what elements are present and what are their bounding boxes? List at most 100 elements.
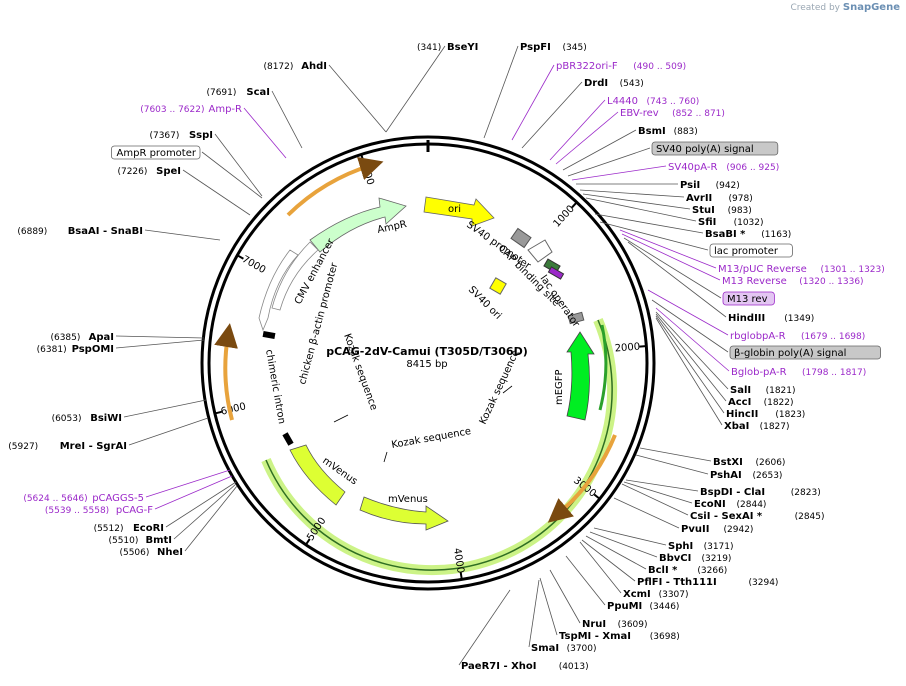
site-position: (345)	[563, 43, 587, 53]
kozak-pointer-2	[383, 451, 388, 463]
site-name: BsaAI - SnaBI	[68, 226, 143, 237]
site-position: (1032)	[734, 218, 764, 228]
site-name: BspDI - ClaI	[700, 487, 765, 498]
primer-name: Bglob-pA-R	[731, 367, 787, 378]
kozak-pointer-1	[333, 414, 349, 423]
site-position: (5927)	[8, 442, 38, 452]
site-leader-line	[589, 531, 658, 558]
site-name: EcoRI	[133, 523, 164, 534]
site-name: TspMI - XmaI	[559, 631, 631, 642]
site-position: (1163)	[761, 230, 791, 240]
site-name: PpuMI	[607, 601, 642, 612]
site-leader-line	[579, 541, 622, 594]
site-name: SphI	[668, 541, 693, 552]
ampr-arrow	[309, 197, 407, 253]
site-leader-line	[562, 129, 637, 171]
site-position: (3266)	[697, 566, 727, 576]
site-leader-line	[555, 111, 619, 165]
mvenus-arrow-2	[359, 496, 449, 531]
site-leader-line	[585, 535, 647, 570]
site-leader-line	[549, 99, 606, 161]
site-leader-line	[165, 481, 237, 528]
site-position: (3609)	[618, 620, 648, 630]
plasmid-length: 8415 bp	[406, 359, 447, 370]
site-name: PaeR7I - XhoI	[461, 661, 537, 672]
site-leader-line	[585, 197, 697, 222]
site-name: EcoNI	[694, 499, 726, 510]
tick-label: 7000	[240, 254, 268, 276]
site-name: BmtI	[145, 535, 172, 546]
site-leader-line	[594, 213, 704, 234]
cap-binding-arrow	[527, 239, 553, 263]
site-name: SspI	[189, 130, 213, 141]
site-name: CsiI - SexAI *	[690, 511, 763, 522]
site-leader-line	[123, 399, 207, 418]
site-name: PsiI	[680, 180, 700, 191]
site-name: MreI - SgrAI	[60, 441, 127, 452]
site-name: BsmI	[638, 126, 666, 137]
site-leader-line	[528, 579, 540, 648]
site-leader-line	[182, 169, 251, 216]
tick-mark	[304, 538, 311, 547]
feature-box	[651, 141, 779, 156]
site-position: (3307)	[659, 590, 689, 600]
site-name: HindIII	[728, 313, 765, 324]
site-position: (4013)	[559, 662, 589, 672]
primer-name: pCAGGS-5	[92, 493, 144, 504]
site-leader-line	[565, 555, 606, 606]
site-leader-line	[458, 589, 511, 666]
site-name: HincII	[726, 409, 758, 420]
site-position: (1349)	[784, 314, 814, 324]
site-leader-line	[115, 339, 205, 349]
site-position: (5539 .. 5558)	[45, 506, 109, 516]
site-position: (5506)	[119, 548, 149, 558]
sv40-ori-box	[489, 277, 507, 295]
kozak-pointer-3	[502, 385, 513, 394]
site-position: (2844)	[737, 500, 767, 510]
site-leader-line	[385, 45, 446, 133]
site-position: (7603 .. 7622)	[140, 105, 204, 115]
site-position: (883)	[674, 127, 698, 137]
highlight-arc-inner	[265, 319, 613, 571]
site-position: (942)	[716, 181, 740, 191]
site-name: NruI	[582, 619, 606, 630]
site-name: BseYI	[447, 42, 478, 53]
feature-box	[709, 243, 793, 258]
green-thin-right	[598, 324, 608, 411]
site-position: (1822)	[764, 398, 794, 408]
site-position: (8172)	[263, 62, 293, 72]
site-name: DrdI	[584, 78, 608, 89]
intron-mark-1	[262, 331, 276, 339]
site-position: (852 .. 871)	[672, 109, 725, 119]
site-leader-line	[328, 64, 387, 133]
site-leader-line	[625, 479, 699, 492]
site-leader-line	[145, 469, 231, 498]
primer-name: M13 Reverse	[722, 276, 787, 287]
site-leader-line	[521, 81, 583, 149]
feature-box-label: lac promoter	[714, 246, 779, 257]
site-position: (6381)	[37, 345, 67, 355]
primer-name: rbglobpA-R	[730, 331, 786, 342]
site-position: (3219)	[702, 554, 732, 564]
site-position: (2653)	[753, 471, 783, 481]
site-position: (1679 .. 1698)	[801, 332, 865, 342]
sv40-promoter-box	[510, 227, 532, 249]
site-leader-line	[243, 107, 287, 159]
lac-small-box	[547, 266, 565, 280]
primer-name: pBR322ori-F	[556, 61, 618, 72]
site-leader-line	[483, 45, 519, 139]
primer-name: SV40pA-R	[668, 162, 717, 173]
site-position: (543)	[620, 79, 644, 89]
site-leader-line	[579, 189, 685, 198]
site-name: PspOMI	[72, 344, 114, 355]
feature-lac-operator: lac operator	[538, 273, 582, 330]
site-leader-line	[539, 577, 558, 636]
intron-mark-2	[282, 432, 294, 446]
feature-kozak-3: Kozak sequence	[478, 348, 522, 426]
site-name: PshAI	[710, 470, 742, 481]
site-leader-line	[655, 311, 729, 390]
site-leader-line	[655, 307, 730, 372]
site-name: AvrII	[686, 193, 712, 204]
site-leader-line	[115, 335, 205, 339]
feature-box-label: β-globin poly(A) signal	[734, 348, 846, 359]
